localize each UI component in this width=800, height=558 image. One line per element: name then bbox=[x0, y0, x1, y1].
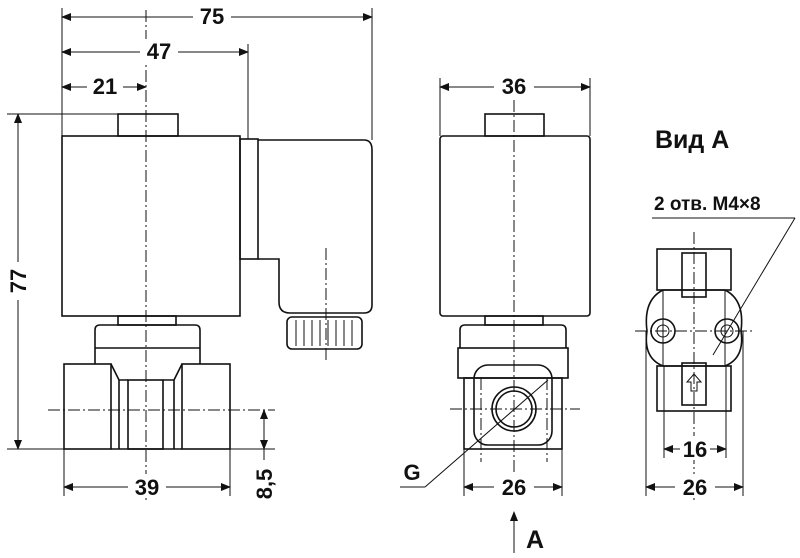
dim-26-view: 26 bbox=[683, 475, 707, 500]
flow-arrow-icon bbox=[685, 373, 703, 392]
view-a: Вид А 2 отв. М4×8 16 26 bbox=[635, 126, 796, 500]
dim-36: 36 bbox=[502, 74, 526, 99]
dim-16: 16 bbox=[683, 437, 707, 462]
dim-26-front: 26 bbox=[502, 475, 526, 500]
holes-note: 2 отв. М4×8 bbox=[654, 194, 761, 215]
dim-8-5: 8,5 bbox=[252, 469, 277, 500]
view-arrow-label: A bbox=[526, 526, 544, 554]
view-title: Вид А bbox=[655, 126, 729, 154]
dim-77: 77 bbox=[6, 269, 31, 293]
dim-21: 21 bbox=[93, 74, 117, 99]
dim-39: 39 bbox=[135, 475, 159, 500]
dim-75: 75 bbox=[200, 4, 224, 29]
side-view: 75 47 21 77 39 8,5 bbox=[4, 4, 373, 500]
front-view: G 36 26 A bbox=[400, 74, 591, 554]
dim-47: 47 bbox=[147, 39, 171, 64]
thread-label-g: G bbox=[403, 460, 420, 485]
